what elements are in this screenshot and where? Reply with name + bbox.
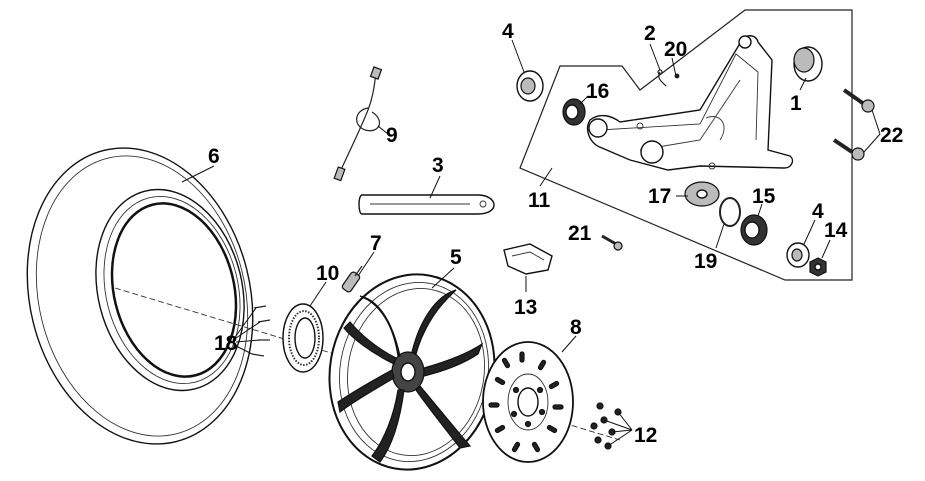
- disc-bolts: [590, 402, 633, 450]
- callout-10: 10: [316, 262, 339, 285]
- leader-3: [429, 175, 441, 199]
- axle: [358, 194, 495, 215]
- leader-6: [181, 165, 215, 183]
- swing-arm: [586, 35, 794, 171]
- leader-9: [377, 125, 389, 135]
- oil-seal-15: [740, 203, 768, 246]
- callout-9: 9: [386, 124, 398, 147]
- callout-17: 17: [648, 185, 671, 208]
- tone-ring: [282, 303, 324, 373]
- bolt-21: [601, 234, 623, 251]
- callout-19: 19: [694, 250, 717, 273]
- bushing: [793, 46, 823, 82]
- callout-11: 11: [528, 189, 551, 212]
- washer-lower: [786, 219, 816, 268]
- oil-seal-16: [562, 95, 589, 126]
- callout-13: 13: [514, 296, 537, 319]
- callout-18: 18: [214, 332, 238, 355]
- axle-nut: [809, 239, 831, 277]
- callout-5: 5: [450, 246, 462, 269]
- callout-4-top: 4: [502, 20, 514, 43]
- grease-fitting: [649, 43, 680, 87]
- swingarm-assembly-boundary: [519, 9, 853, 281]
- tone-ring-bolts: [232, 305, 271, 357]
- callout-8: 8: [570, 316, 582, 339]
- callout-4-lower: 4: [812, 200, 824, 223]
- wheel-rim: [328, 273, 496, 471]
- callout-21: 21: [568, 222, 592, 245]
- spacer-17: [676, 181, 720, 207]
- callout-3: 3: [432, 154, 444, 177]
- callout-2: 2: [644, 22, 656, 45]
- leader-8: [561, 335, 577, 353]
- tire: [26, 147, 254, 445]
- brake-disc: [482, 341, 574, 463]
- callout-6: 6: [208, 145, 220, 168]
- callout-14: 14: [824, 219, 848, 242]
- clip: [503, 243, 553, 292]
- sensor-cable: [333, 66, 383, 182]
- leader-5: [431, 267, 455, 289]
- callout-22: 22: [880, 124, 903, 147]
- callout-16: 16: [586, 80, 609, 103]
- valve: [341, 265, 363, 293]
- callout-7: 7: [370, 232, 382, 255]
- callout-1: 1: [790, 92, 802, 115]
- leader-11: [539, 167, 553, 187]
- bearing-top: [511, 39, 544, 102]
- leader-7: [357, 251, 375, 277]
- leader-1: [799, 77, 807, 91]
- callout-15: 15: [752, 185, 776, 208]
- leader-10: [309, 281, 327, 307]
- callout-12: 12: [634, 424, 657, 447]
- circlip: [715, 197, 741, 249]
- swingarm-bolts: [832, 88, 881, 161]
- callout-20: 20: [664, 38, 687, 61]
